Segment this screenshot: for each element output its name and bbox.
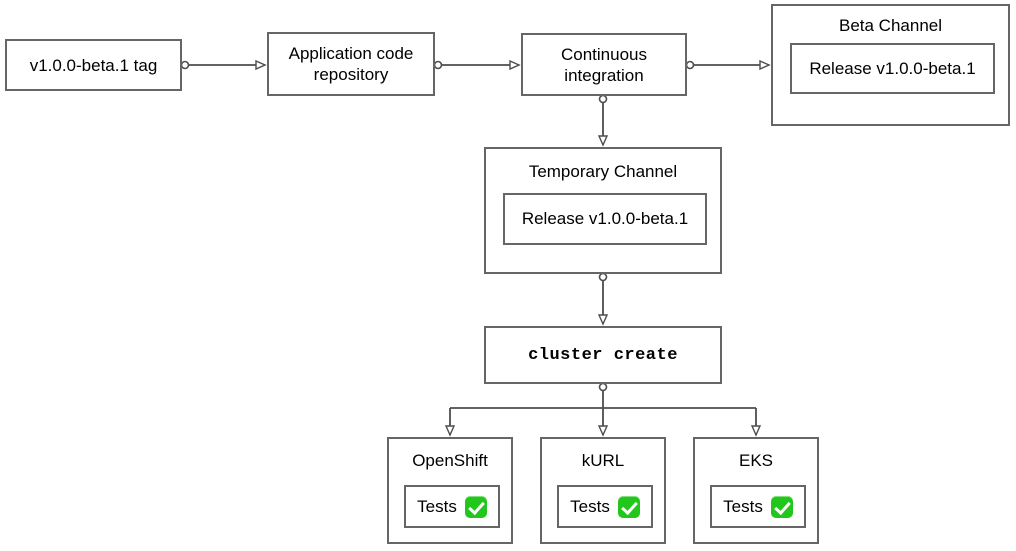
node-target-openshift-tests-label: Tests [417,496,457,516]
node-target-openshift[interactable]: OpenShift Tests [387,437,513,544]
node-cluster-create[interactable]: cluster create [484,326,722,384]
edge-tag-to-repo [180,62,266,69]
node-beta-channel[interactable]: Beta Channel Release v1.0.0-beta.1 [771,4,1010,126]
green-check-badge-icon [770,495,793,518]
node-target-eks[interactable]: EKS Tests [693,437,819,544]
node-application-code-repository-label: Application code repository [288,44,414,84]
node-beta-channel-release-label: Release v1.0.0-beta.1 [809,58,976,78]
node-target-kurl-title: kURL [581,451,625,470]
node-target-eks-tests[interactable]: Tests [710,485,806,528]
node-target-eks-title: EKS [738,451,774,470]
node-temporary-channel[interactable]: Temporary Channel Release v1.0.0-beta.1 [484,147,722,274]
node-application-code-repository[interactable]: Application code repository [267,32,435,96]
node-temporary-channel-title: Temporary Channel [528,162,678,181]
edge-ci-to-temporary-channel [600,94,607,146]
edge-temporary-channel-to-cluster-create [600,272,607,325]
node-target-eks-tests-label: Tests [723,496,763,516]
node-continuous-integration-label: Continuous integration [560,44,647,85]
node-temporary-channel-release-label: Release v1.0.0-beta.1 [521,209,689,228]
node-continuous-integration[interactable]: Continuous integration [521,33,687,96]
node-beta-channel-release[interactable]: Release v1.0.0-beta.1 [790,43,995,94]
node-target-openshift-title: OpenShift [412,451,488,470]
edge-ci-to-beta-channel [685,62,770,69]
node-target-kurl[interactable]: kURL Tests [540,437,666,544]
edge-cluster-create-to-targets [450,382,756,436]
node-target-kurl-tests-label: Tests [570,496,610,516]
node-target-openshift-tests[interactable]: Tests [404,485,500,528]
green-check-badge-icon [464,495,487,518]
green-check-badge-icon [617,495,640,518]
edge-repo-to-ci [433,62,520,69]
node-version-tag-label: v1.0.0-beta.1 tag [29,55,158,75]
node-target-kurl-tests[interactable]: Tests [557,485,653,528]
node-version-tag[interactable]: v1.0.0-beta.1 tag [5,39,182,91]
node-temporary-channel-release[interactable]: Release v1.0.0-beta.1 [503,193,707,245]
node-beta-channel-title: Beta Channel [838,16,943,35]
node-cluster-create-label: cluster create [528,345,678,365]
